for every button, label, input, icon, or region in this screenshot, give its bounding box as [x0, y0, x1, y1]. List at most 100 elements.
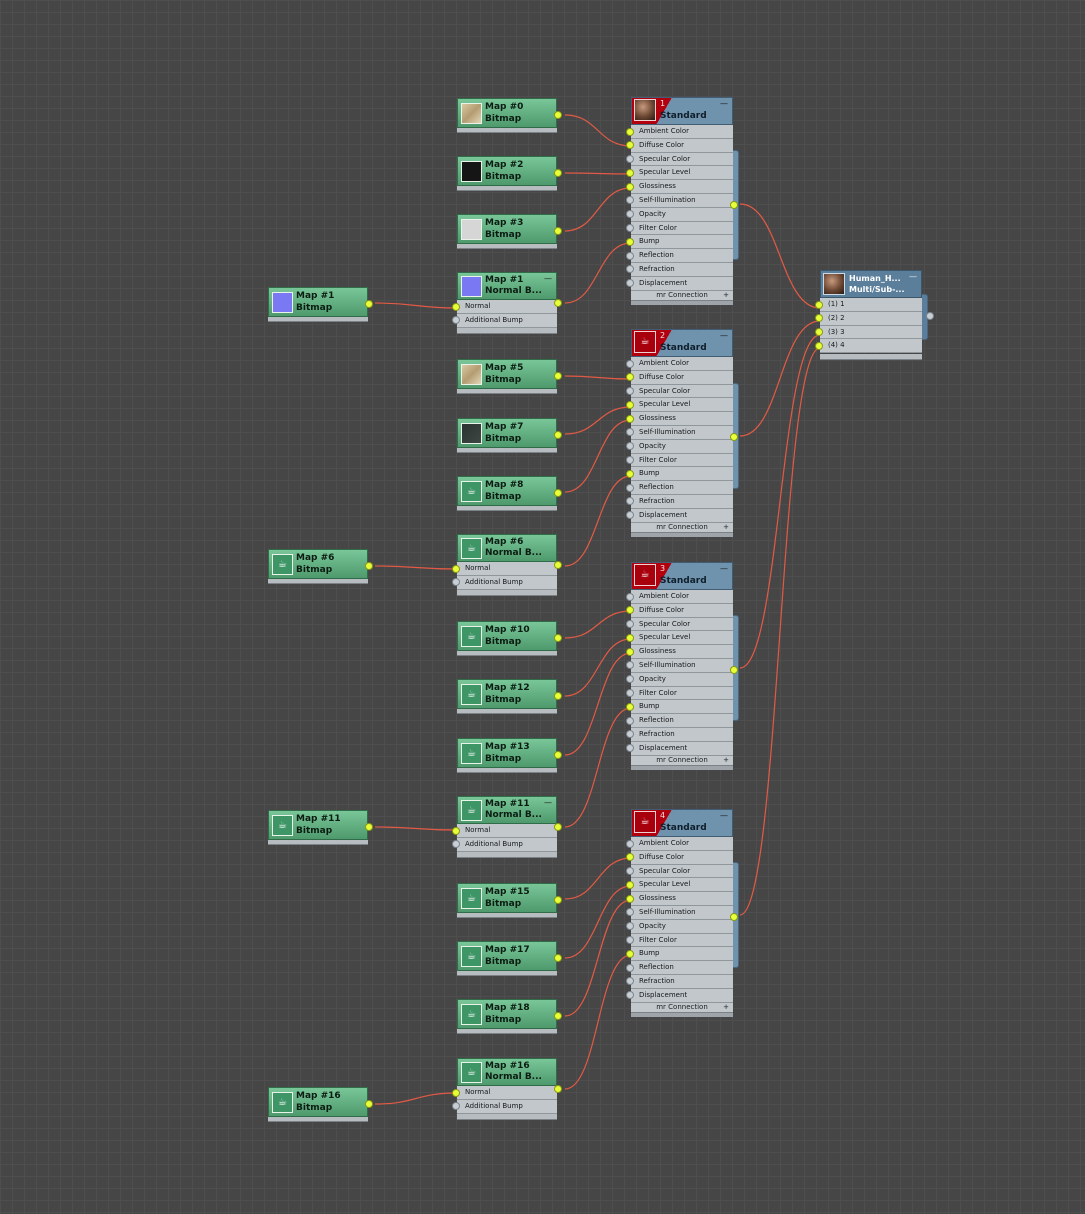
slot-displacement[interactable]: Displacement — [626, 508, 733, 523]
slot-normal[interactable]: Normal — [452, 300, 557, 314]
mr-connection-row[interactable]: mr Connection+ — [631, 523, 733, 533]
slot-self-illumination[interactable]: Self-Illumination — [626, 658, 733, 673]
slot-refraction[interactable]: Refraction — [626, 494, 733, 509]
input-socket[interactable] — [452, 316, 460, 325]
minimize-button[interactable]: — — [544, 274, 552, 283]
output-socket[interactable] — [730, 666, 738, 674]
output-socket[interactable] — [554, 111, 562, 119]
input-socket[interactable] — [626, 839, 634, 848]
input-socket[interactable] — [452, 1088, 460, 1097]
input-socket[interactable] — [626, 469, 634, 478]
map-node-map-12[interactable]: ☕ Map #12 Bitmap — [457, 679, 562, 715]
slot-glossiness[interactable]: Glossiness — [626, 180, 733, 194]
map-node-map-3[interactable]: Map #3 Bitmap — [457, 214, 562, 250]
map-node-map-0[interactable]: Map #0 Bitmap — [457, 98, 562, 134]
slot-opacity[interactable]: Opacity — [626, 919, 733, 934]
input-socket[interactable] — [815, 328, 823, 337]
input-socket[interactable] — [626, 922, 634, 931]
slot-glossiness[interactable]: Glossiness — [626, 412, 733, 426]
input-socket[interactable] — [626, 359, 634, 368]
slot-ambient-color[interactable]: Ambient Color — [626, 357, 733, 371]
slot-self-illumination[interactable]: Self-Illumination — [626, 425, 733, 440]
output-socket[interactable] — [365, 562, 373, 570]
slot-specular-color[interactable]: Specular Color — [626, 864, 733, 879]
input-socket[interactable] — [626, 497, 634, 506]
slot-specular-color[interactable]: Specular Color — [626, 384, 733, 399]
slot-reflection[interactable]: Reflection — [626, 481, 733, 495]
input-socket[interactable] — [626, 620, 634, 629]
input-socket[interactable] — [626, 661, 634, 670]
slot-specular-level[interactable]: Specular Level — [626, 631, 733, 646]
output-socket[interactable] — [730, 433, 738, 441]
map-node-map-5[interactable]: Map #5 Bitmap — [457, 359, 562, 395]
output-socket[interactable] — [365, 1100, 373, 1108]
input-socket[interactable] — [626, 894, 634, 903]
output-socket[interactable] — [554, 692, 562, 700]
slot-refraction[interactable]: Refraction — [626, 974, 733, 989]
slot-additional-bump[interactable]: Additional Bump — [452, 1099, 557, 1114]
output-socket[interactable] — [365, 300, 373, 308]
map-node-map-10[interactable]: ☕ Map #10 Bitmap — [457, 621, 562, 657]
slot-bump[interactable]: Bump — [626, 467, 733, 482]
input-socket[interactable] — [626, 387, 634, 396]
sub-slot-1[interactable]: (1) 1 — [815, 298, 922, 312]
mr-connection-row[interactable]: mr Connection+ — [631, 1003, 733, 1013]
slot-specular-level[interactable]: Specular Level — [626, 166, 733, 181]
input-socket[interactable] — [626, 853, 634, 862]
input-socket[interactable] — [626, 237, 634, 246]
slot-specular-color[interactable]: Specular Color — [626, 152, 733, 167]
output-socket[interactable] — [554, 896, 562, 904]
output-socket[interactable] — [730, 913, 738, 921]
slot-specular-level[interactable]: Specular Level — [626, 398, 733, 413]
map-node-map-18[interactable]: ☕ Map #18 Bitmap — [457, 999, 562, 1035]
slot-bump[interactable]: Bump — [626, 947, 733, 962]
normal-bump-node-map-1[interactable]: Map #1 Normal B... — Normal Additional B… — [452, 272, 562, 336]
input-socket[interactable] — [626, 702, 634, 711]
input-socket[interactable] — [626, 949, 634, 958]
slot-filter-color[interactable]: Filter Color — [626, 221, 733, 236]
slot-filter-color[interactable]: Filter Color — [626, 453, 733, 468]
slot-filter-color[interactable]: Filter Color — [626, 686, 733, 701]
output-socket[interactable] — [926, 312, 934, 320]
slot-normal[interactable]: Normal — [452, 1086, 557, 1100]
input-socket[interactable] — [626, 633, 634, 642]
input-socket[interactable] — [626, 606, 634, 615]
sub-slot-2[interactable]: (2) 2 — [815, 311, 922, 326]
input-socket[interactable] — [626, 428, 634, 437]
output-socket[interactable] — [554, 954, 562, 962]
slot-additional-bump[interactable]: Additional Bump — [452, 575, 557, 590]
input-socket[interactable] — [452, 302, 460, 311]
input-socket[interactable] — [626, 675, 634, 684]
output-socket[interactable] — [554, 751, 562, 759]
slot-normal[interactable]: Normal — [452, 824, 557, 838]
slot-bump[interactable]: Bump — [626, 700, 733, 715]
minimize-button[interactable]: — — [909, 272, 917, 281]
slot-specular-level[interactable]: Specular Level — [626, 878, 733, 893]
map-node-map-17[interactable]: ☕ Map #17 Bitmap — [457, 941, 562, 977]
slot-displacement[interactable]: Displacement — [626, 741, 733, 756]
input-socket[interactable] — [815, 300, 823, 309]
minimize-button[interactable]: — — [720, 331, 728, 340]
input-socket[interactable] — [452, 564, 460, 573]
map-node-map-15[interactable]: ☕ Map #15 Bitmap — [457, 883, 562, 919]
input-socket[interactable] — [626, 977, 634, 986]
input-socket[interactable] — [626, 963, 634, 972]
slot-refraction[interactable]: Refraction — [626, 727, 733, 742]
output-socket[interactable] — [554, 1085, 562, 1093]
input-socket[interactable] — [626, 414, 634, 423]
slot-displacement[interactable]: Displacement — [626, 276, 733, 291]
input-socket[interactable] — [626, 511, 634, 520]
input-socket[interactable] — [626, 880, 634, 889]
input-socket[interactable] — [626, 251, 634, 260]
minimize-button[interactable]: — — [720, 99, 728, 108]
minimize-button[interactable]: — — [720, 811, 728, 820]
slot-glossiness[interactable]: Glossiness — [626, 645, 733, 659]
input-socket[interactable] — [626, 730, 634, 739]
slot-ambient-color[interactable]: Ambient Color — [626, 837, 733, 851]
input-socket[interactable] — [626, 224, 634, 233]
map-node-map-7[interactable]: Map #7 Bitmap — [457, 418, 562, 454]
slot-diffuse-color[interactable]: Diffuse Color — [626, 370, 733, 385]
output-socket[interactable] — [554, 299, 562, 307]
